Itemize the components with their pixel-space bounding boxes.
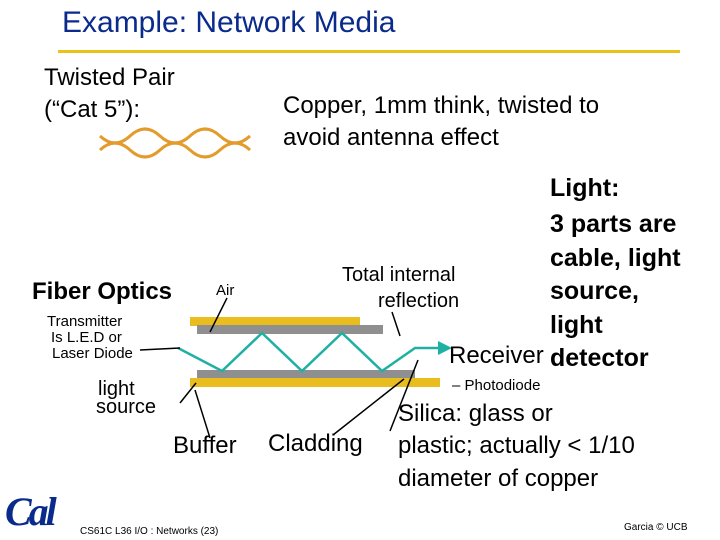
silica-line1: Silica: glass or [398,400,553,427]
cal-logo: Cal [5,489,57,534]
light-parts-line1: Light: [550,174,620,202]
twisted-pair-label-line1: Twisted Pair [44,64,175,91]
detector-label: detector [550,344,649,372]
transmitter-line2: Is L.E.D or [51,329,122,346]
fiber-cladding-bottom [197,370,415,379]
twisted-pair-label-line2: (“Cat 5”): [44,96,140,123]
footer-left: CS61C L36 I/O : Networks (23) [80,526,219,537]
receiver-label: Receiver [449,342,544,369]
buffer-label: Buffer [173,432,237,459]
fiber-buffer-top [190,317,360,326]
twisted-pair-icon [98,127,252,159]
air-label: Air [216,282,235,299]
tir-line2: reflection [378,290,460,312]
transmitter-line1: Transmitter [47,313,123,330]
cladding-label: Cladding [268,430,363,457]
photodiode-label: – Photodiode [452,377,541,394]
title-rule [58,50,680,53]
fiber-buffer-bottom [190,378,440,387]
light-parts-line5: light [550,311,603,339]
light-source-line1: light [98,378,135,400]
slide-title: Example: Network Media [62,6,396,39]
fiber-cladding-top [197,325,383,334]
fiber-core [190,334,415,370]
copper-desc-line2: avoid antenna effect [283,124,499,151]
silica-line3: diameter of copper [398,465,599,492]
light-parts-line2: 3 parts are [550,210,677,238]
light-source-line2: source [96,396,157,418]
light-ray [177,331,438,373]
light-parts-line4: source, [550,277,639,305]
light-parts-line3: cable, light [550,244,681,272]
copper-desc-line1: Copper, 1mm think, twisted to [283,92,600,119]
tir-line1: Total internal [342,264,456,286]
footer-right: Garcia © UCB [624,522,688,533]
transmitter-line3: Laser Diode [52,345,133,362]
light-ray-arrow [438,341,452,355]
fiber-optics-label: Fiber Optics [32,278,173,305]
silica-line2: plastic; actually < 1/10 [398,432,635,459]
